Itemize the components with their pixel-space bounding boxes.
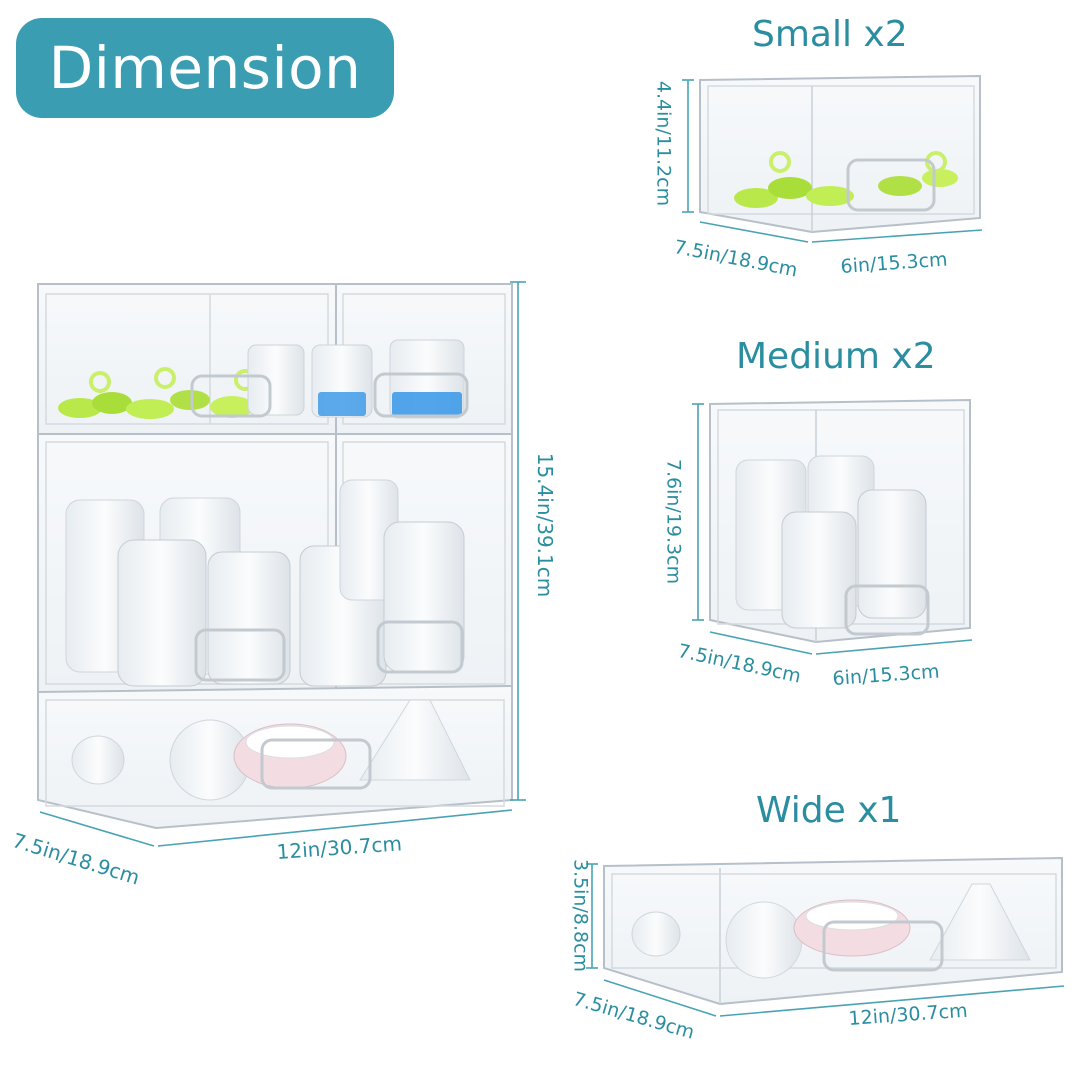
drawer-handle-icon [844,584,930,636]
stack-dimension-lines [39,281,526,847]
drawer-handle-icon [846,158,936,212]
wide-title: Wide x1 [756,790,902,831]
small-bin [699,74,981,234]
medium-dimension-lines [692,403,973,655]
drawer-handle-icon [190,374,272,418]
stacked-bins-group [37,283,513,830]
small-dimension-lines [682,79,983,243]
drawer-handle-icon [376,620,464,674]
baby-bottle-icon [65,479,465,687]
medium-bin [709,398,971,644]
wide-bin [603,856,1063,1006]
baby-bottle-icon [247,339,465,419]
medium-height-label: 7.6in/19.3cm [662,458,685,585]
wide-height-label: 3.5in/8.8cm [569,858,592,973]
drawer-handle-icon [822,920,944,972]
pacifier-icon [734,151,958,208]
wide-dimension-lines [586,863,1065,1017]
stack-height-label: 15.4in/39.1cm [533,452,557,598]
small-height-label: 4.4in/11.2cm [652,80,675,207]
drawer-handle-icon [260,738,372,790]
drawer-handle-icon [194,628,286,682]
badge-label: Dimension [48,34,362,102]
dimension-badge: Dimension [16,18,394,118]
drawer-handle-icon [373,372,469,418]
small-title: Small x2 [752,14,908,55]
medium-title: Medium x2 [736,336,936,377]
